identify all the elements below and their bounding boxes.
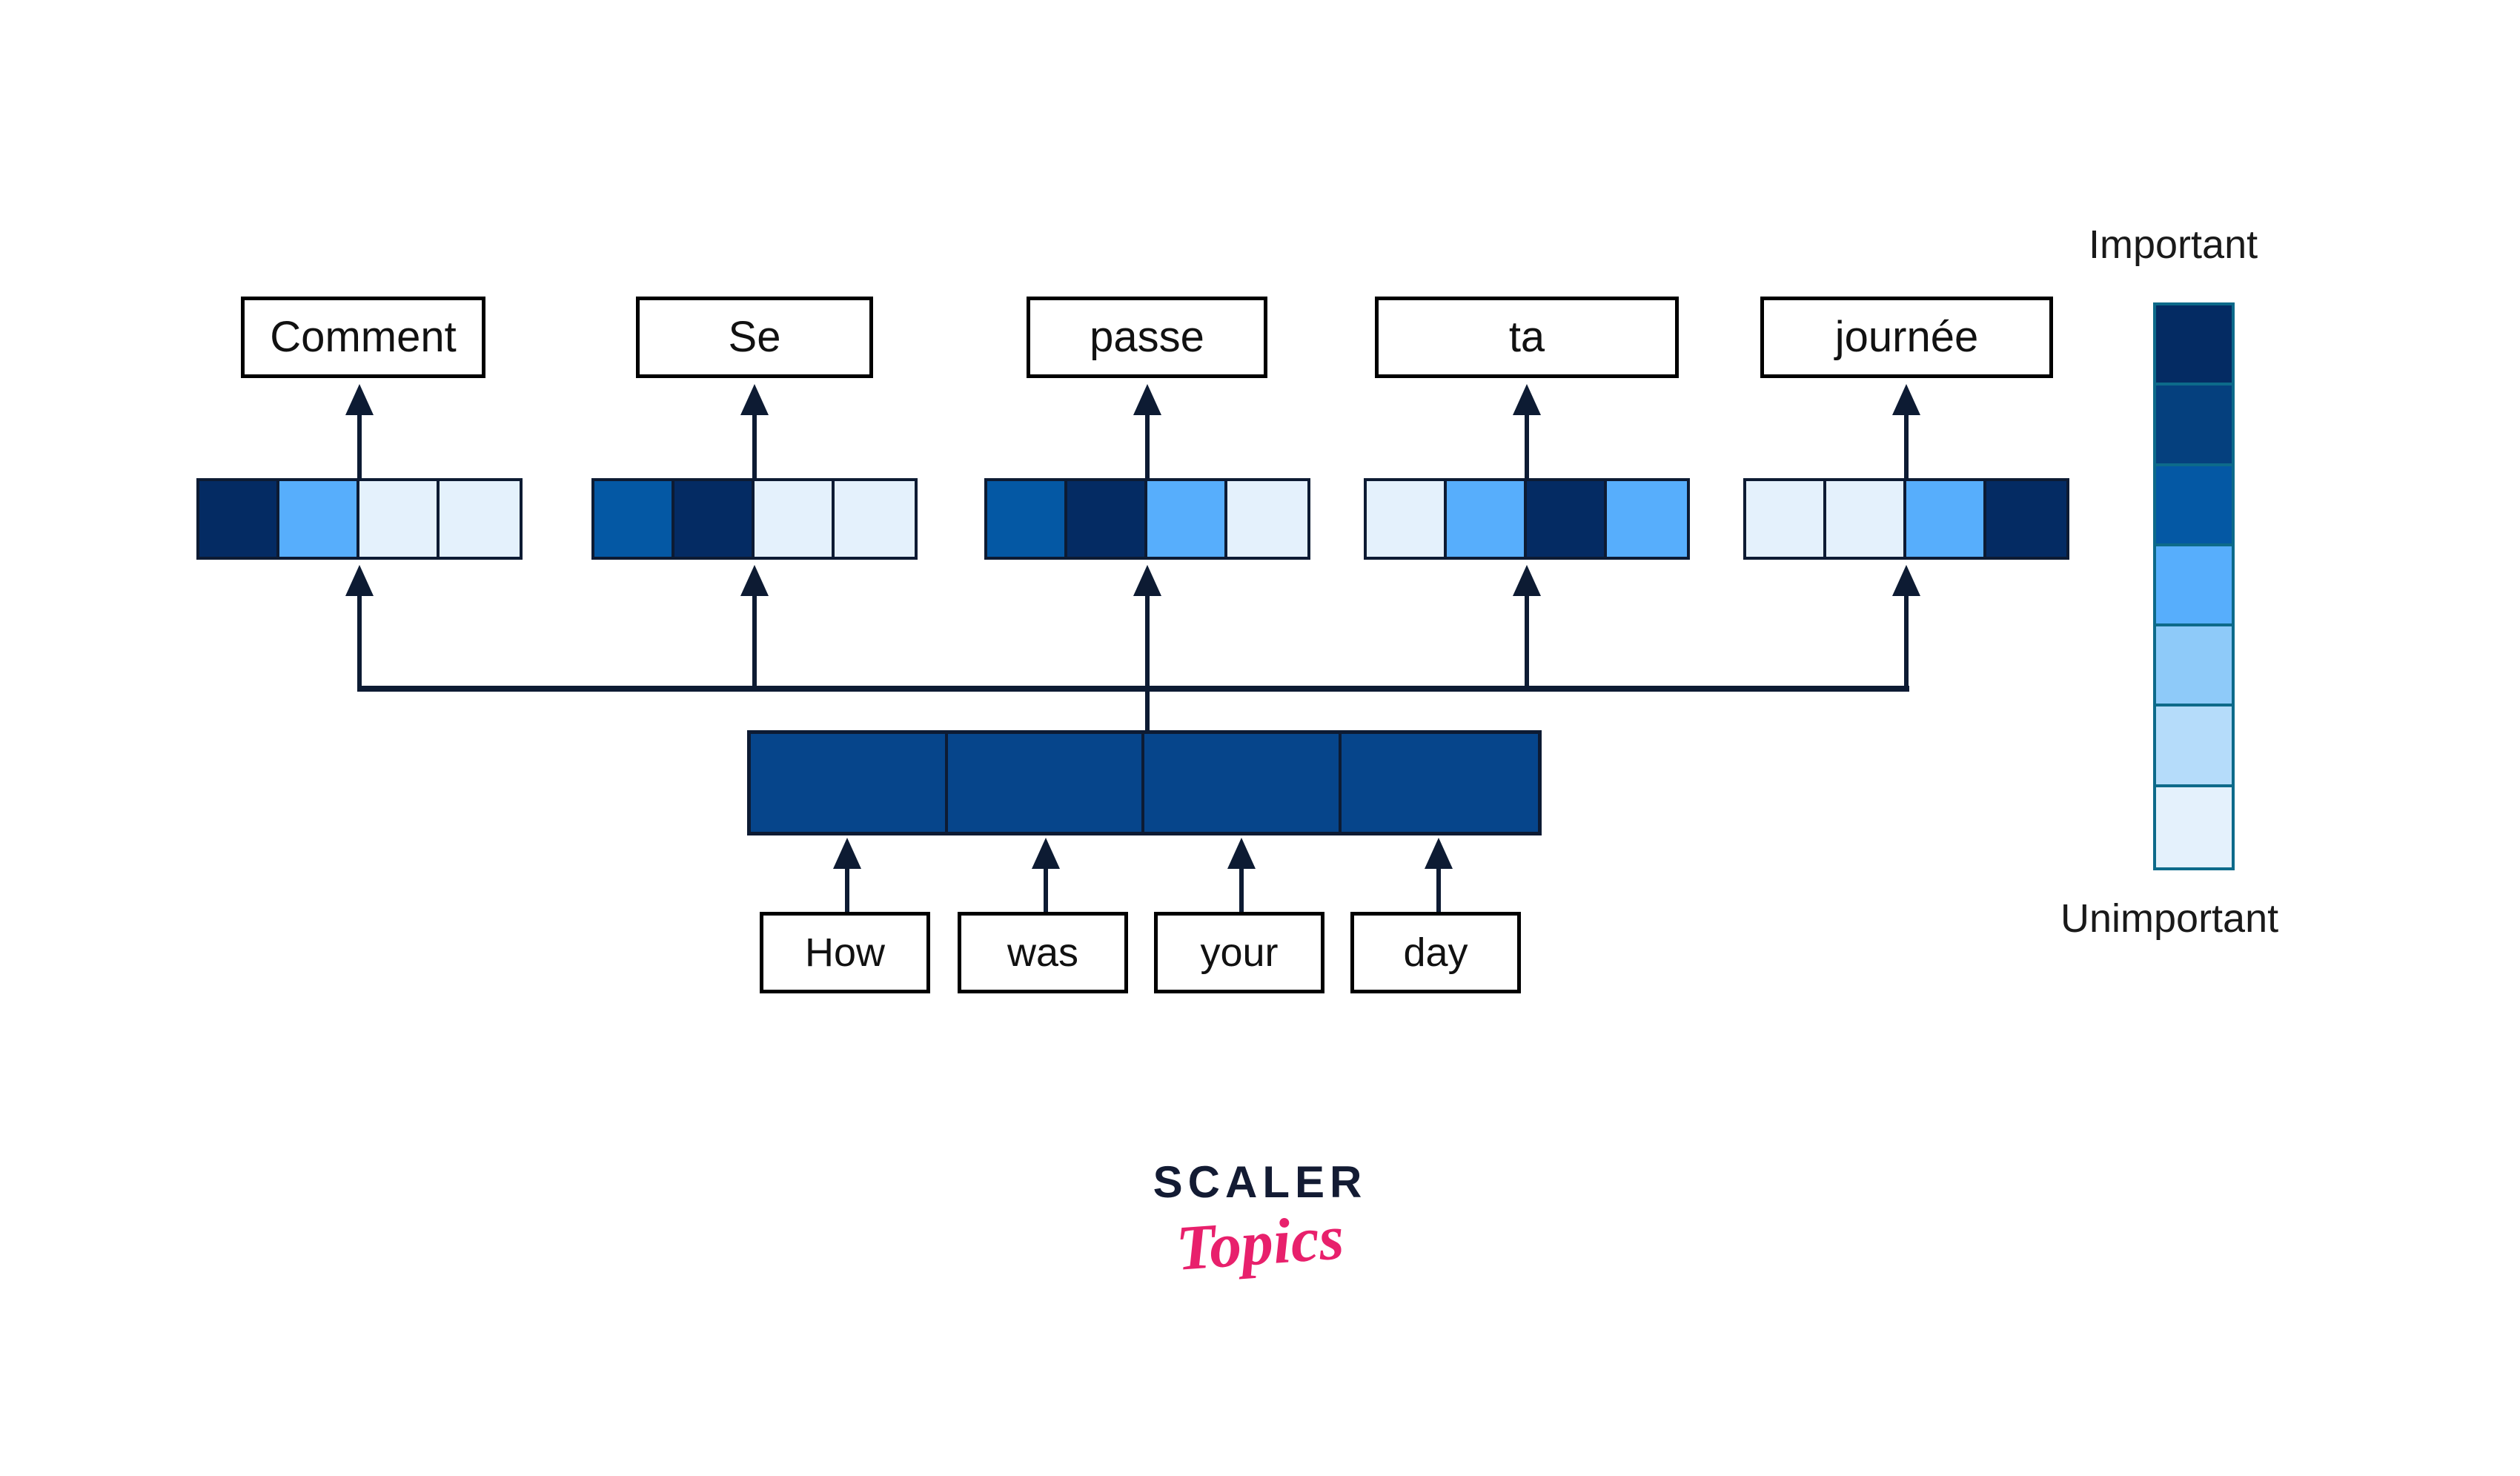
- attention-cell: [835, 481, 915, 557]
- legend-top-label: Important: [2089, 222, 2258, 267]
- output-word-box-ta: ta: [1375, 297, 1679, 378]
- arrow-head-input-to-encoder-4: [1425, 838, 1453, 869]
- arrow-shaft-input-to-encoder-2: [1044, 866, 1048, 931]
- arrow-shaft-attention-to-output-1: [357, 411, 362, 508]
- encoder-state-bar: [747, 730, 1542, 835]
- arrow-head-attention-to-output-4: [1513, 384, 1541, 415]
- arrow-shaft-attention-to-output-5: [1904, 411, 1909, 508]
- encoder-cell: [1341, 734, 1538, 832]
- arrow-head-context-to-attention-3: [1133, 565, 1161, 596]
- legend-swatch: [2156, 305, 2232, 386]
- arrow-shaft-attention-to-output-4: [1525, 411, 1529, 508]
- arrow-head-attention-to-output-3: [1133, 384, 1161, 415]
- output-word-box-journee: journée: [1760, 297, 2053, 378]
- arrow-shaft-context-to-attention-5: [1904, 593, 1909, 688]
- encoder-cell: [947, 734, 1144, 832]
- arrow-head-input-to-encoder-1: [833, 838, 861, 869]
- output-word-box-se: Se: [636, 297, 873, 378]
- arrow-head-input-to-encoder-2: [1032, 838, 1060, 869]
- arrow-head-context-to-attention-2: [740, 565, 769, 596]
- arrow-shaft-context-to-attention-3: [1145, 593, 1150, 688]
- attention-row-se: [591, 478, 918, 560]
- attention-cell: [1527, 481, 1607, 557]
- input-word-box-day: day: [1350, 912, 1521, 993]
- arrow-head-input-to-encoder-3: [1227, 838, 1256, 869]
- arrow-shaft-attention-to-output-3: [1145, 411, 1150, 508]
- attention-cell: [1227, 481, 1307, 557]
- attention-row-comment: [196, 478, 523, 560]
- output-word-label: Se: [728, 313, 781, 361]
- attention-row-ta: [1364, 478, 1690, 560]
- logo-secondary-text: Topics: [1173, 1201, 1347, 1284]
- arrow-head-context-to-attention-4: [1513, 565, 1541, 596]
- attention-cell: [1607, 481, 1687, 557]
- arrow-shaft-context-to-attention-1: [357, 593, 362, 688]
- attention-cell: [1367, 481, 1447, 557]
- attention-cell: [279, 481, 359, 557]
- legend-swatch: [2156, 626, 2232, 707]
- attention-row-journee: [1743, 478, 2069, 560]
- arrow-shaft-input-to-encoder-1: [845, 866, 849, 931]
- arrow-head-attention-to-output-1: [345, 384, 374, 415]
- legend-color-scale: [2153, 302, 2235, 870]
- attention-cell: [674, 481, 755, 557]
- encoder-cell: [1144, 734, 1342, 832]
- input-word-box-your: your: [1154, 912, 1324, 993]
- legend-swatch: [2156, 706, 2232, 787]
- encoder-cell: [751, 734, 948, 832]
- legend-swatch: [2156, 787, 2232, 867]
- attention-cell: [594, 481, 674, 557]
- legend-bottom-label: Unimportant: [2060, 896, 2279, 941]
- legend-swatch: [2156, 546, 2232, 627]
- output-word-label: journée: [1834, 313, 1979, 361]
- legend-swatch: [2156, 466, 2232, 546]
- attention-cell: [199, 481, 279, 557]
- attention-cell: [1447, 481, 1527, 557]
- arrow-shaft-input-to-encoder-4: [1436, 866, 1441, 931]
- attention-cell: [1746, 481, 1826, 557]
- arrow-head-context-to-attention-5: [1892, 565, 1920, 596]
- output-word-label: ta: [1508, 313, 1545, 361]
- attention-cell: [1147, 481, 1227, 557]
- arrow-shaft-input-to-encoder-3: [1239, 866, 1244, 931]
- attention-cell: [1067, 481, 1147, 557]
- output-word-label: Comment: [270, 313, 457, 361]
- arrow-shaft-attention-to-output-2: [752, 411, 757, 508]
- attention-cell: [1986, 481, 2066, 557]
- input-word-label: day: [1403, 930, 1468, 975]
- arrow-head-attention-to-output-5: [1892, 384, 1920, 415]
- input-word-box-how: How: [760, 912, 930, 993]
- scaler-topics-logo: SCALER Topics: [1067, 1157, 1453, 1284]
- output-word-box-passe: passe: [1027, 297, 1267, 378]
- input-word-box-was: was: [958, 912, 1128, 993]
- input-word-label: your: [1200, 930, 1279, 975]
- attention-cell: [1826, 481, 1906, 557]
- attention-cell: [359, 481, 440, 557]
- encoder-to-context-line: [1145, 686, 1150, 734]
- attention-cell: [755, 481, 835, 557]
- arrow-shaft-context-to-attention-2: [752, 593, 757, 688]
- legend-swatch: [2156, 385, 2232, 466]
- attention-cell: [987, 481, 1067, 557]
- arrow-shaft-context-to-attention-4: [1525, 593, 1529, 688]
- arrow-head-context-to-attention-1: [345, 565, 374, 596]
- context-bus-line: [357, 686, 1909, 692]
- output-word-box-comment: Comment: [241, 297, 485, 378]
- logo-primary-text: SCALER: [1153, 1157, 1367, 1207]
- attention-cell: [440, 481, 520, 557]
- arrow-head-attention-to-output-2: [740, 384, 769, 415]
- input-word-label: How: [804, 930, 886, 975]
- input-word-label: was: [1007, 930, 1079, 975]
- attention-cell: [1906, 481, 1986, 557]
- output-word-label: passe: [1090, 313, 1204, 361]
- attention-row-passe: [984, 478, 1310, 560]
